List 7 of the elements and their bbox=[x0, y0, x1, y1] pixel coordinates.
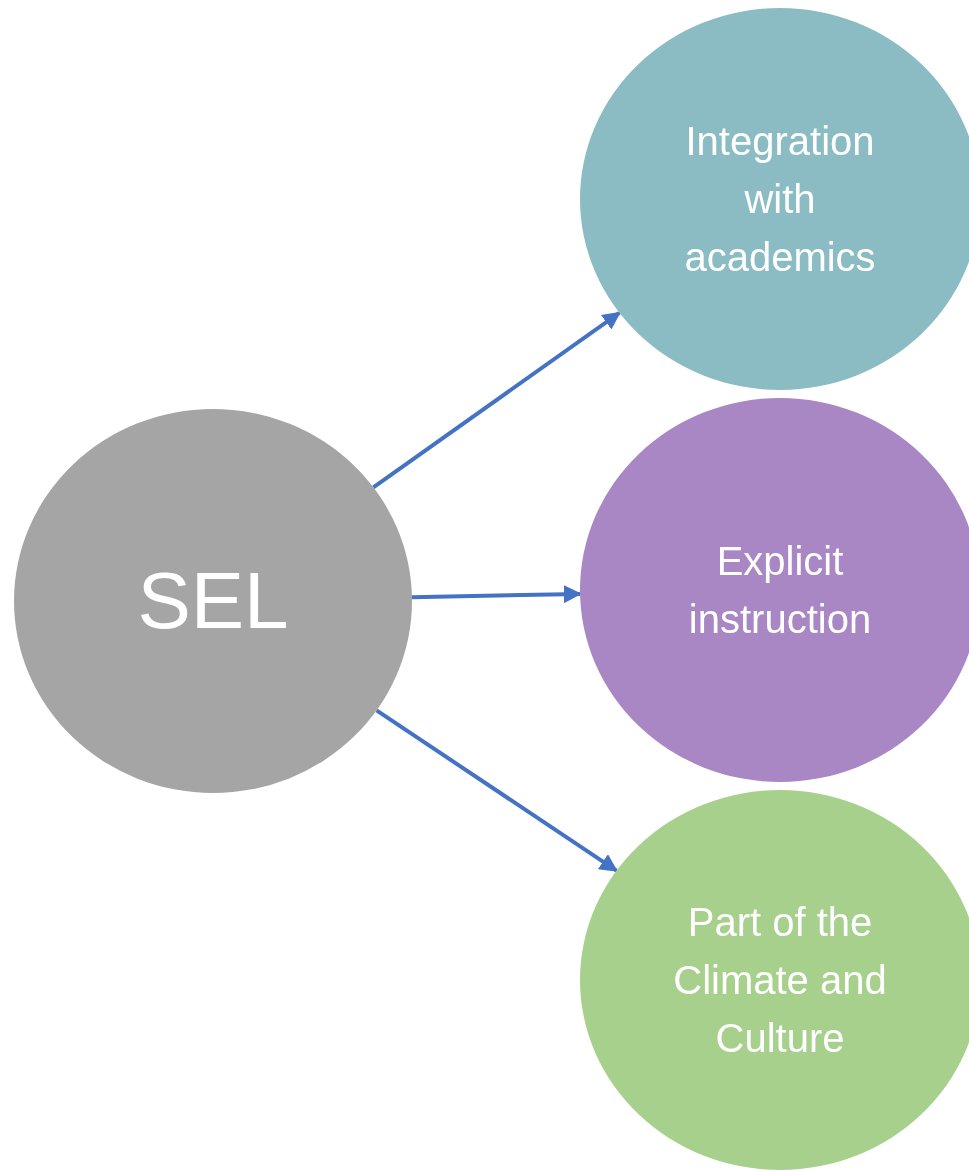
node-label: Integration with academics bbox=[683, 118, 877, 281]
arrow bbox=[372, 311, 621, 489]
arrow bbox=[411, 585, 582, 604]
node-label: Part of the Climate and Culture bbox=[672, 899, 888, 1062]
node-label: SEL bbox=[137, 555, 289, 647]
node-label: Explicit instruction bbox=[687, 538, 873, 643]
arrow bbox=[375, 708, 618, 873]
